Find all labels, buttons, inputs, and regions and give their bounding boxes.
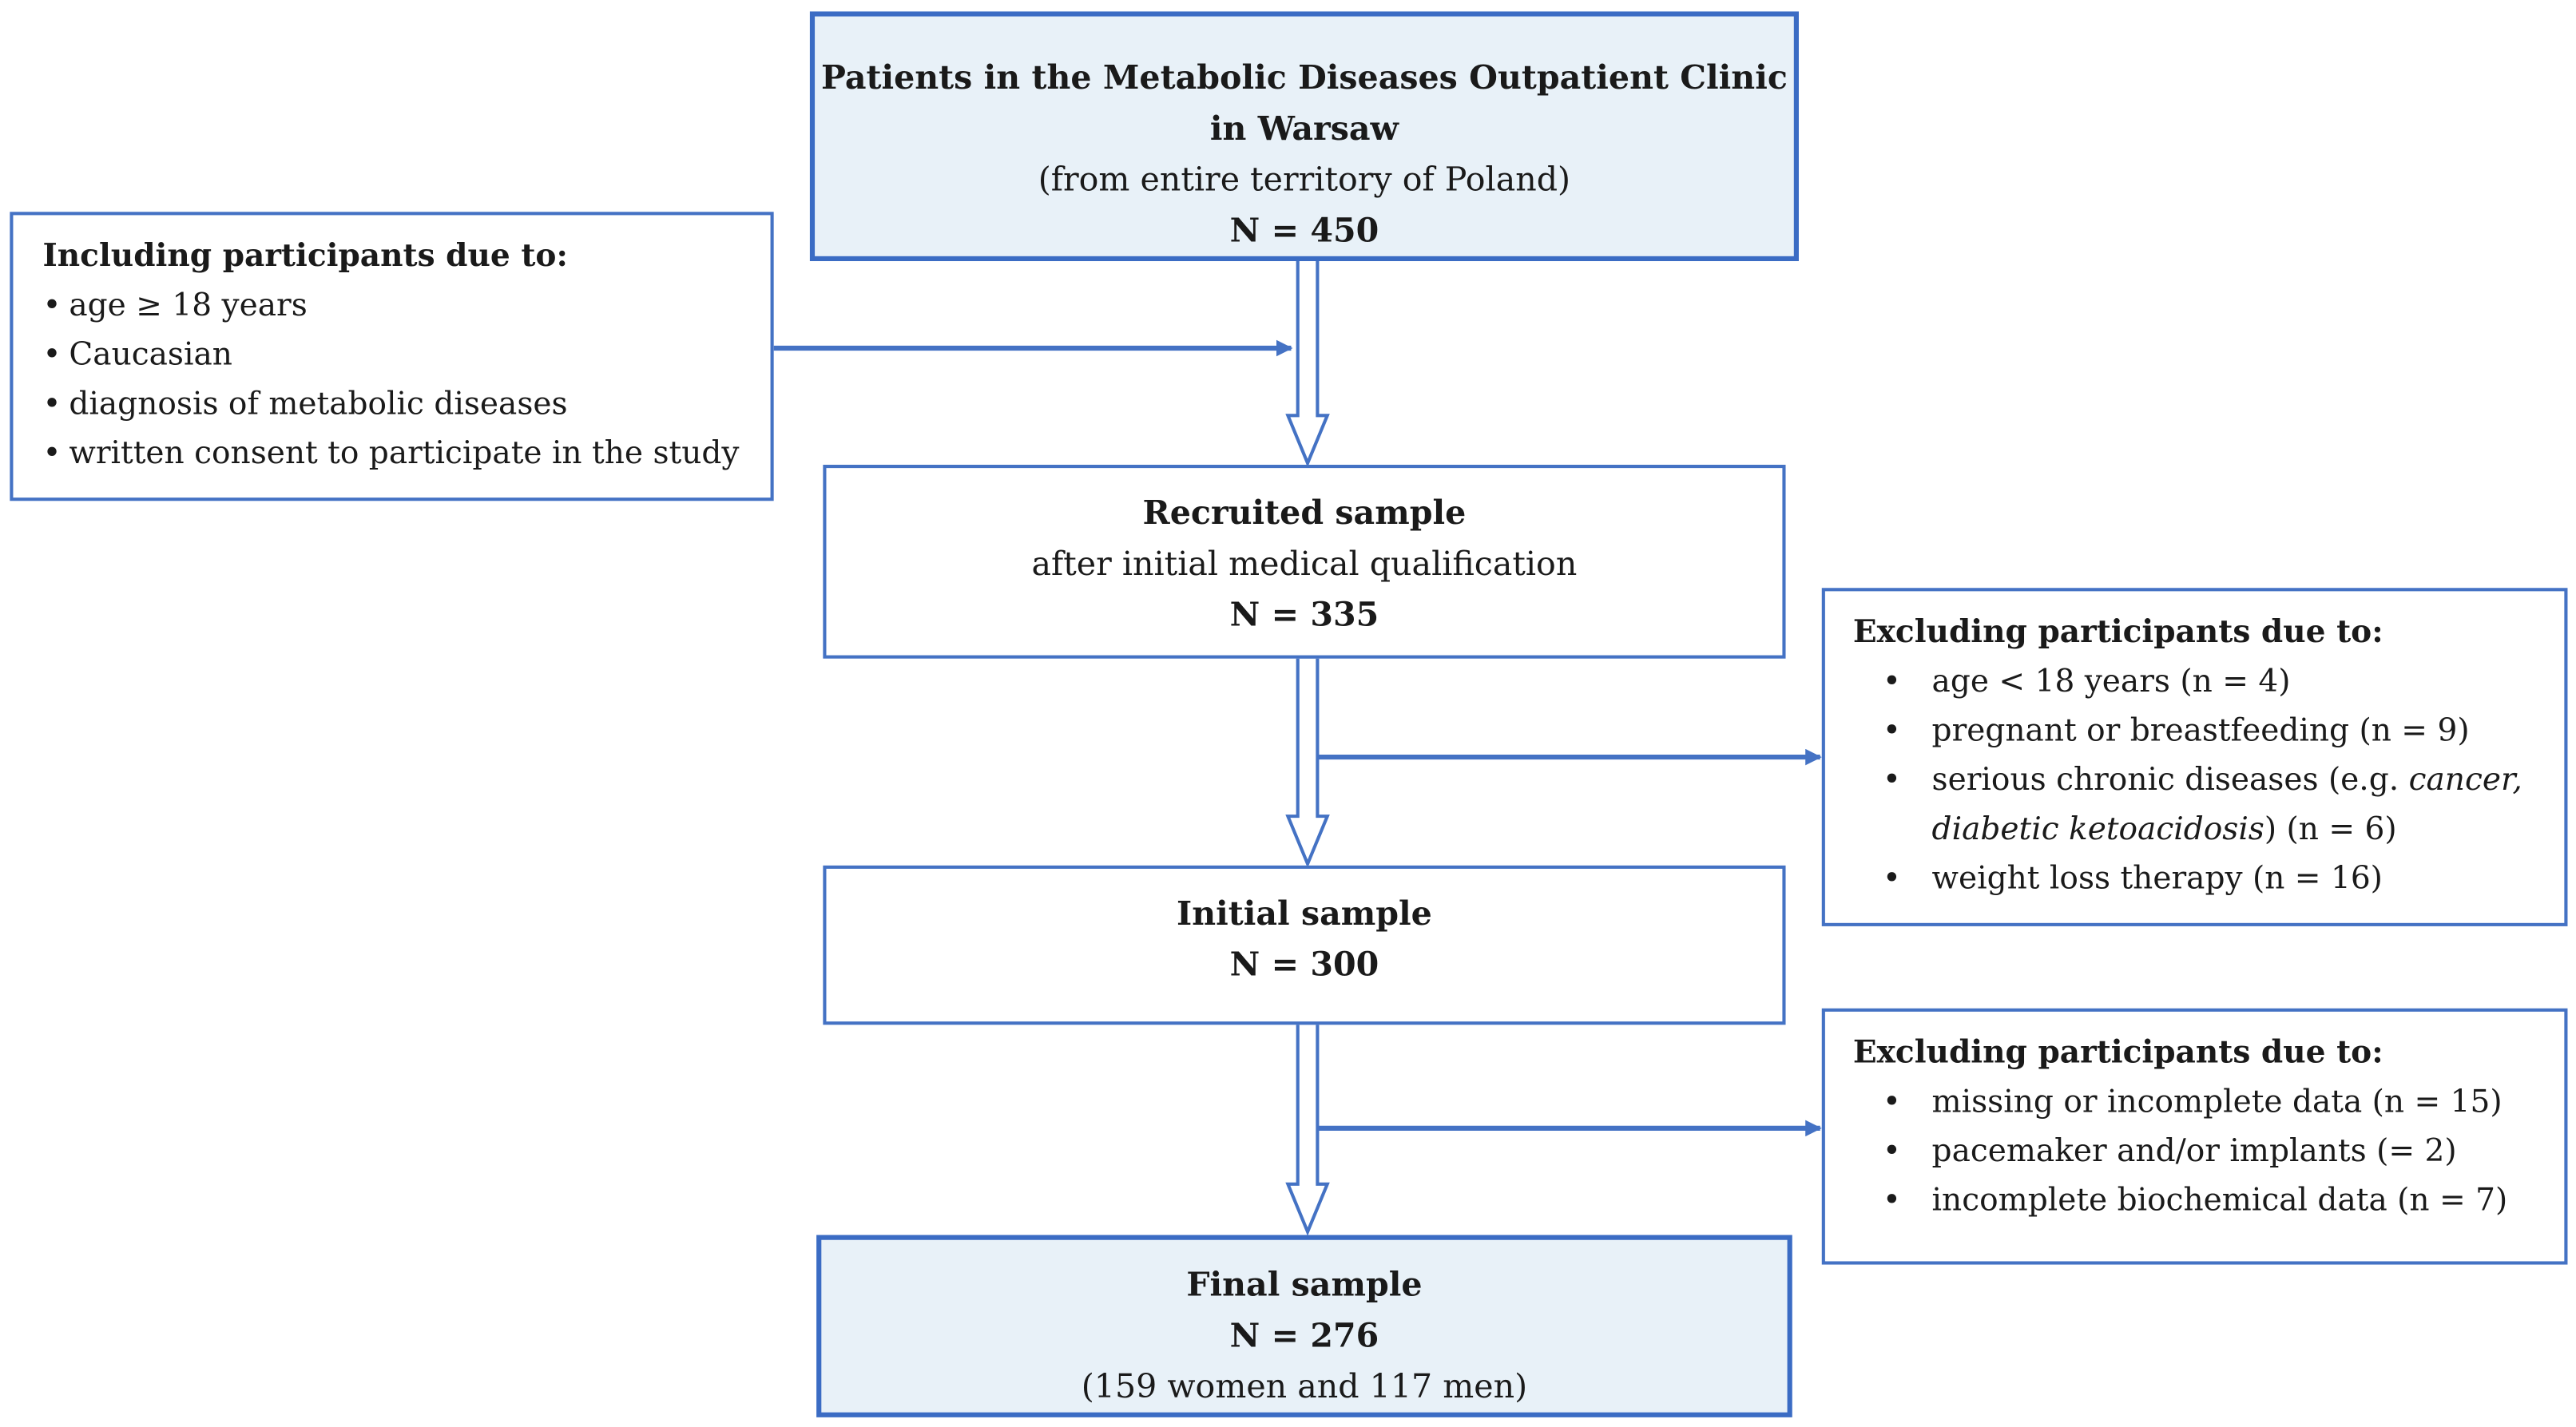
exclusion-item: incomplete biochemical data (n = 7) (1853, 1176, 2565, 1226)
initial-sample-box: Initial sample N = 300 (823, 865, 1786, 1025)
exclusion-item: weight loss therapy (n = 16) (1853, 854, 2565, 903)
exclusion-item-italic: cancer, diabetic ketoacidosis (1931, 762, 2522, 848)
inclusion-item: written consent to participate in the st… (42, 429, 770, 478)
inclusion-item: age ≥ 18 years (42, 281, 770, 331)
exclusion-criteria-box-2: Excluding participants due to: missing o… (1821, 1008, 2568, 1265)
exclusion-item-text: ) (n = 6) (2264, 811, 2397, 848)
initial-count: N = 300 (1229, 944, 1379, 984)
down-arrow-2 (1285, 655, 1330, 869)
patients-box: Patients in the Metabolic Diseases Outpa… (809, 11, 1799, 261)
exclusion-item: serious chronic diseases (e.g. cancer, d… (1853, 755, 2565, 854)
recruited-count: N = 335 (1229, 594, 1379, 634)
final-sample-box: Final sample N = 276 (159 women and 117 … (816, 1235, 1792, 1417)
exclusion-heading-1: Excluding participants due to: (1852, 614, 2383, 651)
final-detail: (159 women and 117 men) (1081, 1366, 1528, 1406)
exclusion-item: pacemaker and/or implants (= 2) (1853, 1127, 2565, 1176)
patients-box-line3: (from entire territory of Poland) (1038, 159, 1571, 199)
inclusion-item: Caucasian (42, 330, 770, 379)
final-title: Final sample (1186, 1264, 1423, 1304)
exclusion-heading-2: Excluding participants due to: (1852, 1034, 2383, 1071)
recruited-subtitle: after initial medical qualification (1031, 543, 1578, 584)
exclusion-list-1: age < 18 years (n = 4) pregnant or breas… (1853, 657, 2565, 903)
recruited-title: Recruited sample (1142, 492, 1467, 533)
recruited-sample-box: Recruited sample after initial medical q… (823, 465, 1786, 659)
down-arrow-3 (1285, 1021, 1330, 1236)
exclusion-item: pregnant or breastfeeding (n = 9) (1853, 706, 2565, 755)
exclusion-item-text: serious chronic diseases (e.g. (1931, 762, 2409, 799)
exclusion-list-2: missing or incomplete data (n = 15) pace… (1853, 1077, 2565, 1225)
exclusion-criteria-box-1: Excluding participants due to: age < 18 … (1821, 588, 2568, 926)
initial-title: Initial sample (1176, 893, 1432, 933)
exclusion-item: age < 18 years (n = 4) (1853, 657, 2565, 707)
inclusion-item: diagnosis of metabolic diseases (42, 379, 770, 429)
inclusion-heading: Including participants due to: (42, 238, 568, 275)
patients-box-line2: in Warsaw (1209, 108, 1399, 149)
final-count: N = 276 (1229, 1315, 1379, 1355)
inclusion-list: age ≥ 18 years Caucasian diagnosis of me… (42, 281, 770, 478)
inclusion-criteria-box: Including participants due to: age ≥ 18 … (10, 212, 774, 501)
exclusion-item: missing or incomplete data (n = 15) (1853, 1077, 2565, 1127)
down-arrow-1 (1285, 257, 1330, 468)
patients-box-line1: Patients in the Metabolic Diseases Outpa… (821, 57, 1788, 97)
patients-box-count: N = 450 (1229, 210, 1379, 250)
